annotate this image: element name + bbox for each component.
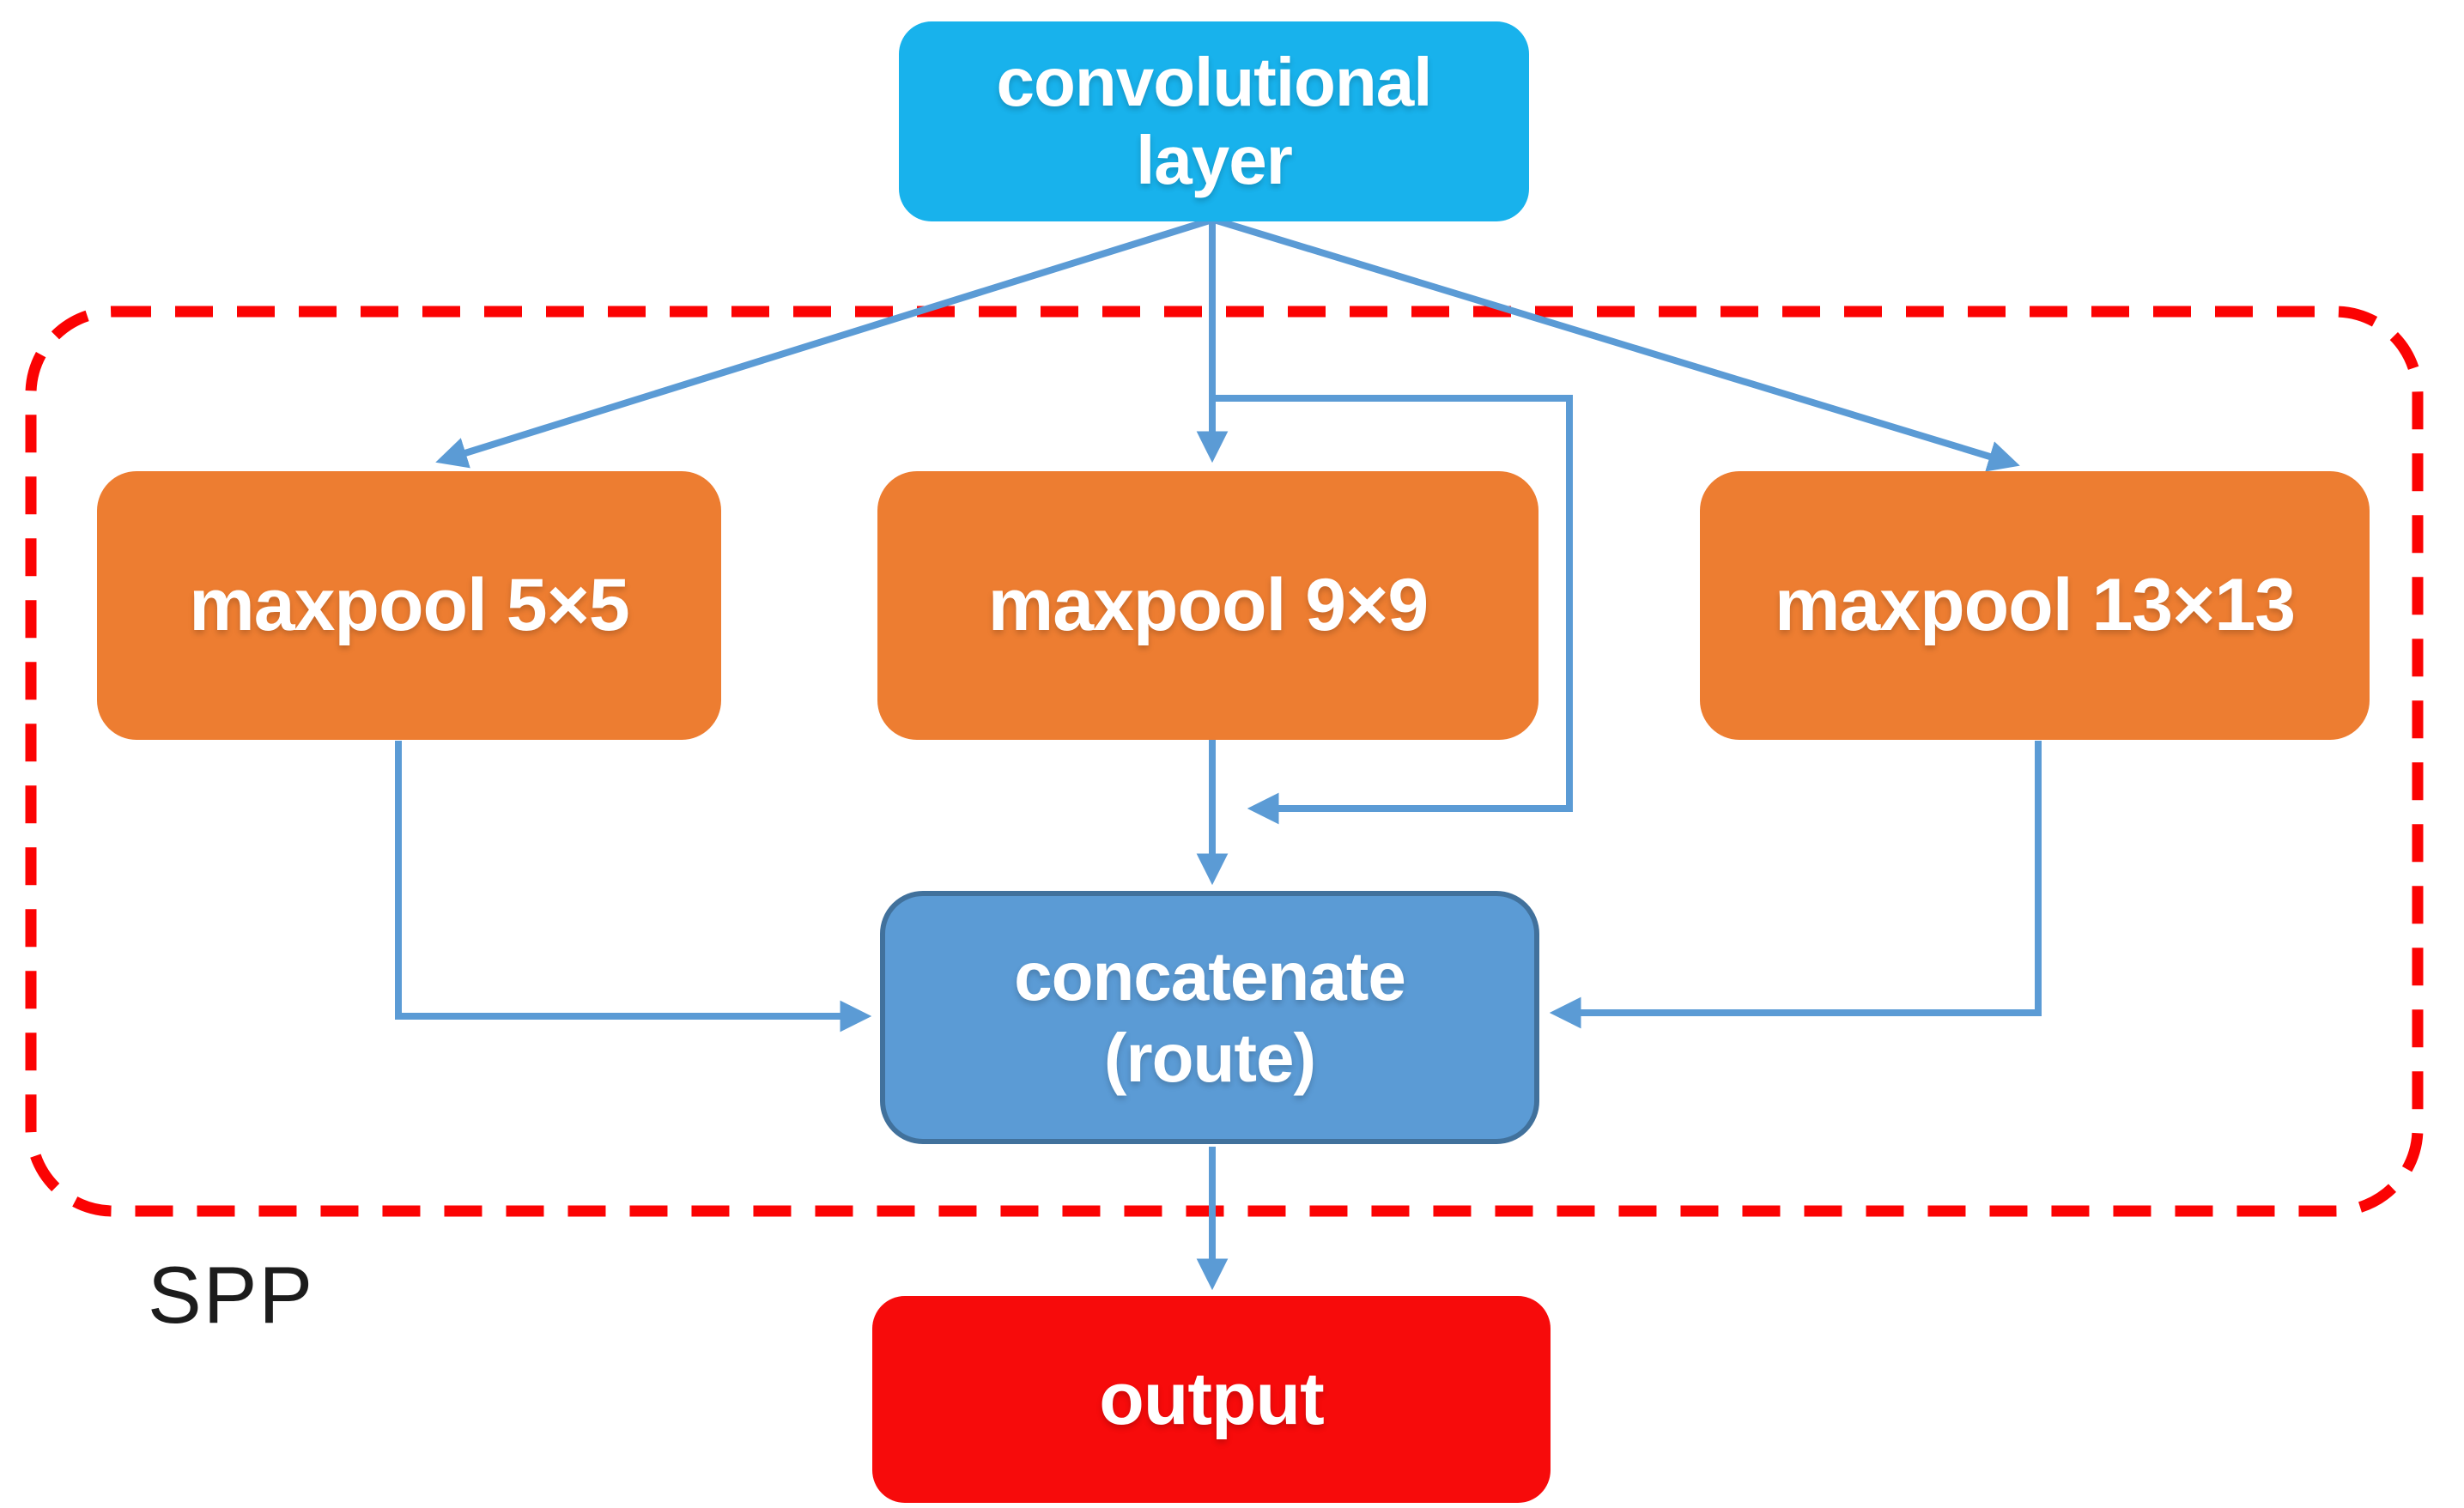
- spp-group-label: SPP: [148, 1250, 315, 1340]
- node-output: output: [872, 1296, 1551, 1503]
- edge-maxpool5-to-concatenate: [395, 741, 872, 1033]
- node-concatenate-route-label-line1: concatenate: [1014, 938, 1406, 1015]
- edge-conv-to-maxpool5: [435, 216, 1214, 469]
- node-maxpool-9x9-label: maxpool 9×9: [987, 564, 1429, 646]
- node-maxpool-5x5-label: maxpool 5×5: [189, 564, 629, 646]
- node-maxpool-13x13: maxpool 13×13: [1700, 471, 2370, 740]
- node-convolutional-layer-label-line2: layer: [1136, 121, 1293, 198]
- edge-maxpool13-to-concatenate: [1549, 741, 2042, 1029]
- node-concatenate-route: concatenate (route): [880, 891, 1539, 1144]
- node-convolutional-layer: convolutional layer: [899, 21, 1529, 221]
- edge-conv-to-maxpool13: [1212, 216, 2020, 472]
- edge-bypass-to-concatenate: [1212, 395, 1573, 825]
- node-maxpool-13x13-label: maxpool 13×13: [1774, 564, 2296, 646]
- node-output-label: output: [1099, 1358, 1324, 1440]
- node-maxpool-5x5: maxpool 5×5: [97, 471, 721, 740]
- node-maxpool-9x9: maxpool 9×9: [877, 471, 1538, 740]
- node-concatenate-route-label-line2: (route): [1103, 1019, 1316, 1096]
- node-convolutional-layer-label-line1: convolutional: [996, 44, 1433, 121]
